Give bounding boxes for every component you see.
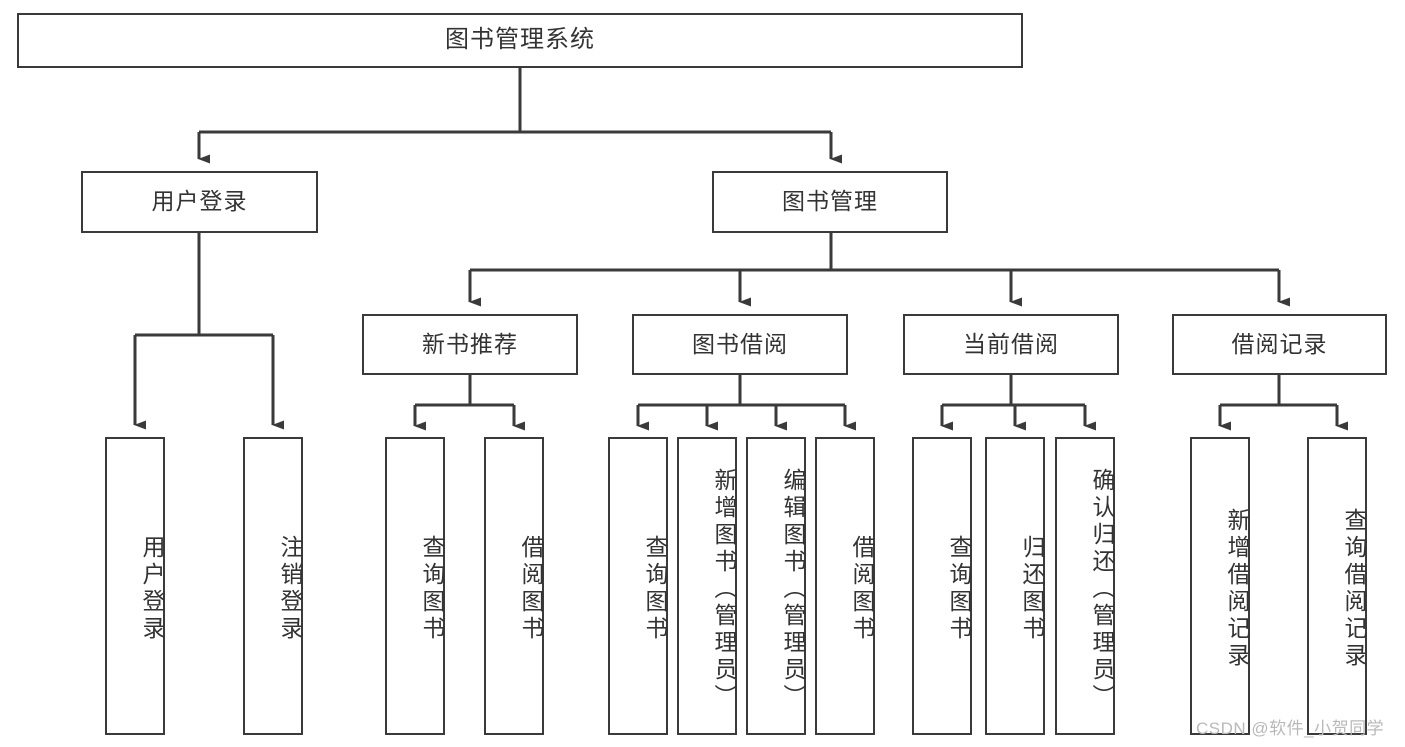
node-leaf-borrow-book-1[interactable]: 借阅图书 — [484, 437, 544, 735]
node-leaf-borrow-book-2[interactable]: 借阅图书 — [815, 437, 875, 735]
node-current-borrow[interactable]: 当前借阅 — [903, 314, 1119, 375]
node-leaf-edit-book-admin[interactable]: 编辑图书（管理员） — [746, 437, 806, 735]
node-leaf-query-book-2[interactable]: 查询图书 — [608, 437, 668, 735]
node-leaf-query-book-3[interactable]: 查询图书 — [912, 437, 972, 735]
node-user-login[interactable]: 用户登录 — [81, 171, 318, 233]
node-leaf-user-login[interactable]: 用户登录 — [105, 437, 165, 735]
node-new-book-recommend[interactable]: 新书推荐 — [362, 314, 578, 375]
node-leaf-confirm-return-admin[interactable]: 确认归还（管理员） — [1055, 437, 1115, 735]
node-borrow-record[interactable]: 借阅记录 — [1172, 314, 1387, 375]
node-leaf-add-borrow-record[interactable]: 新增借阅记录 — [1190, 437, 1250, 735]
node-book-borrow[interactable]: 图书借阅 — [632, 314, 848, 375]
node-book-manage[interactable]: 图书管理 — [712, 171, 948, 233]
node-root[interactable]: 图书管理系统 — [17, 13, 1023, 68]
node-leaf-return-book[interactable]: 归还图书 — [985, 437, 1045, 735]
node-leaf-add-book-admin[interactable]: 新增图书（管理员） — [677, 437, 737, 735]
node-leaf-query-book-1[interactable]: 查询图书 — [385, 437, 445, 735]
csdn-watermark: CSDN @软件_小贺同学 — [1196, 719, 1385, 738]
node-leaf-query-borrow-record[interactable]: 查询借阅记录 — [1307, 437, 1367, 735]
node-leaf-user-logout[interactable]: 注销登录 — [243, 437, 303, 735]
